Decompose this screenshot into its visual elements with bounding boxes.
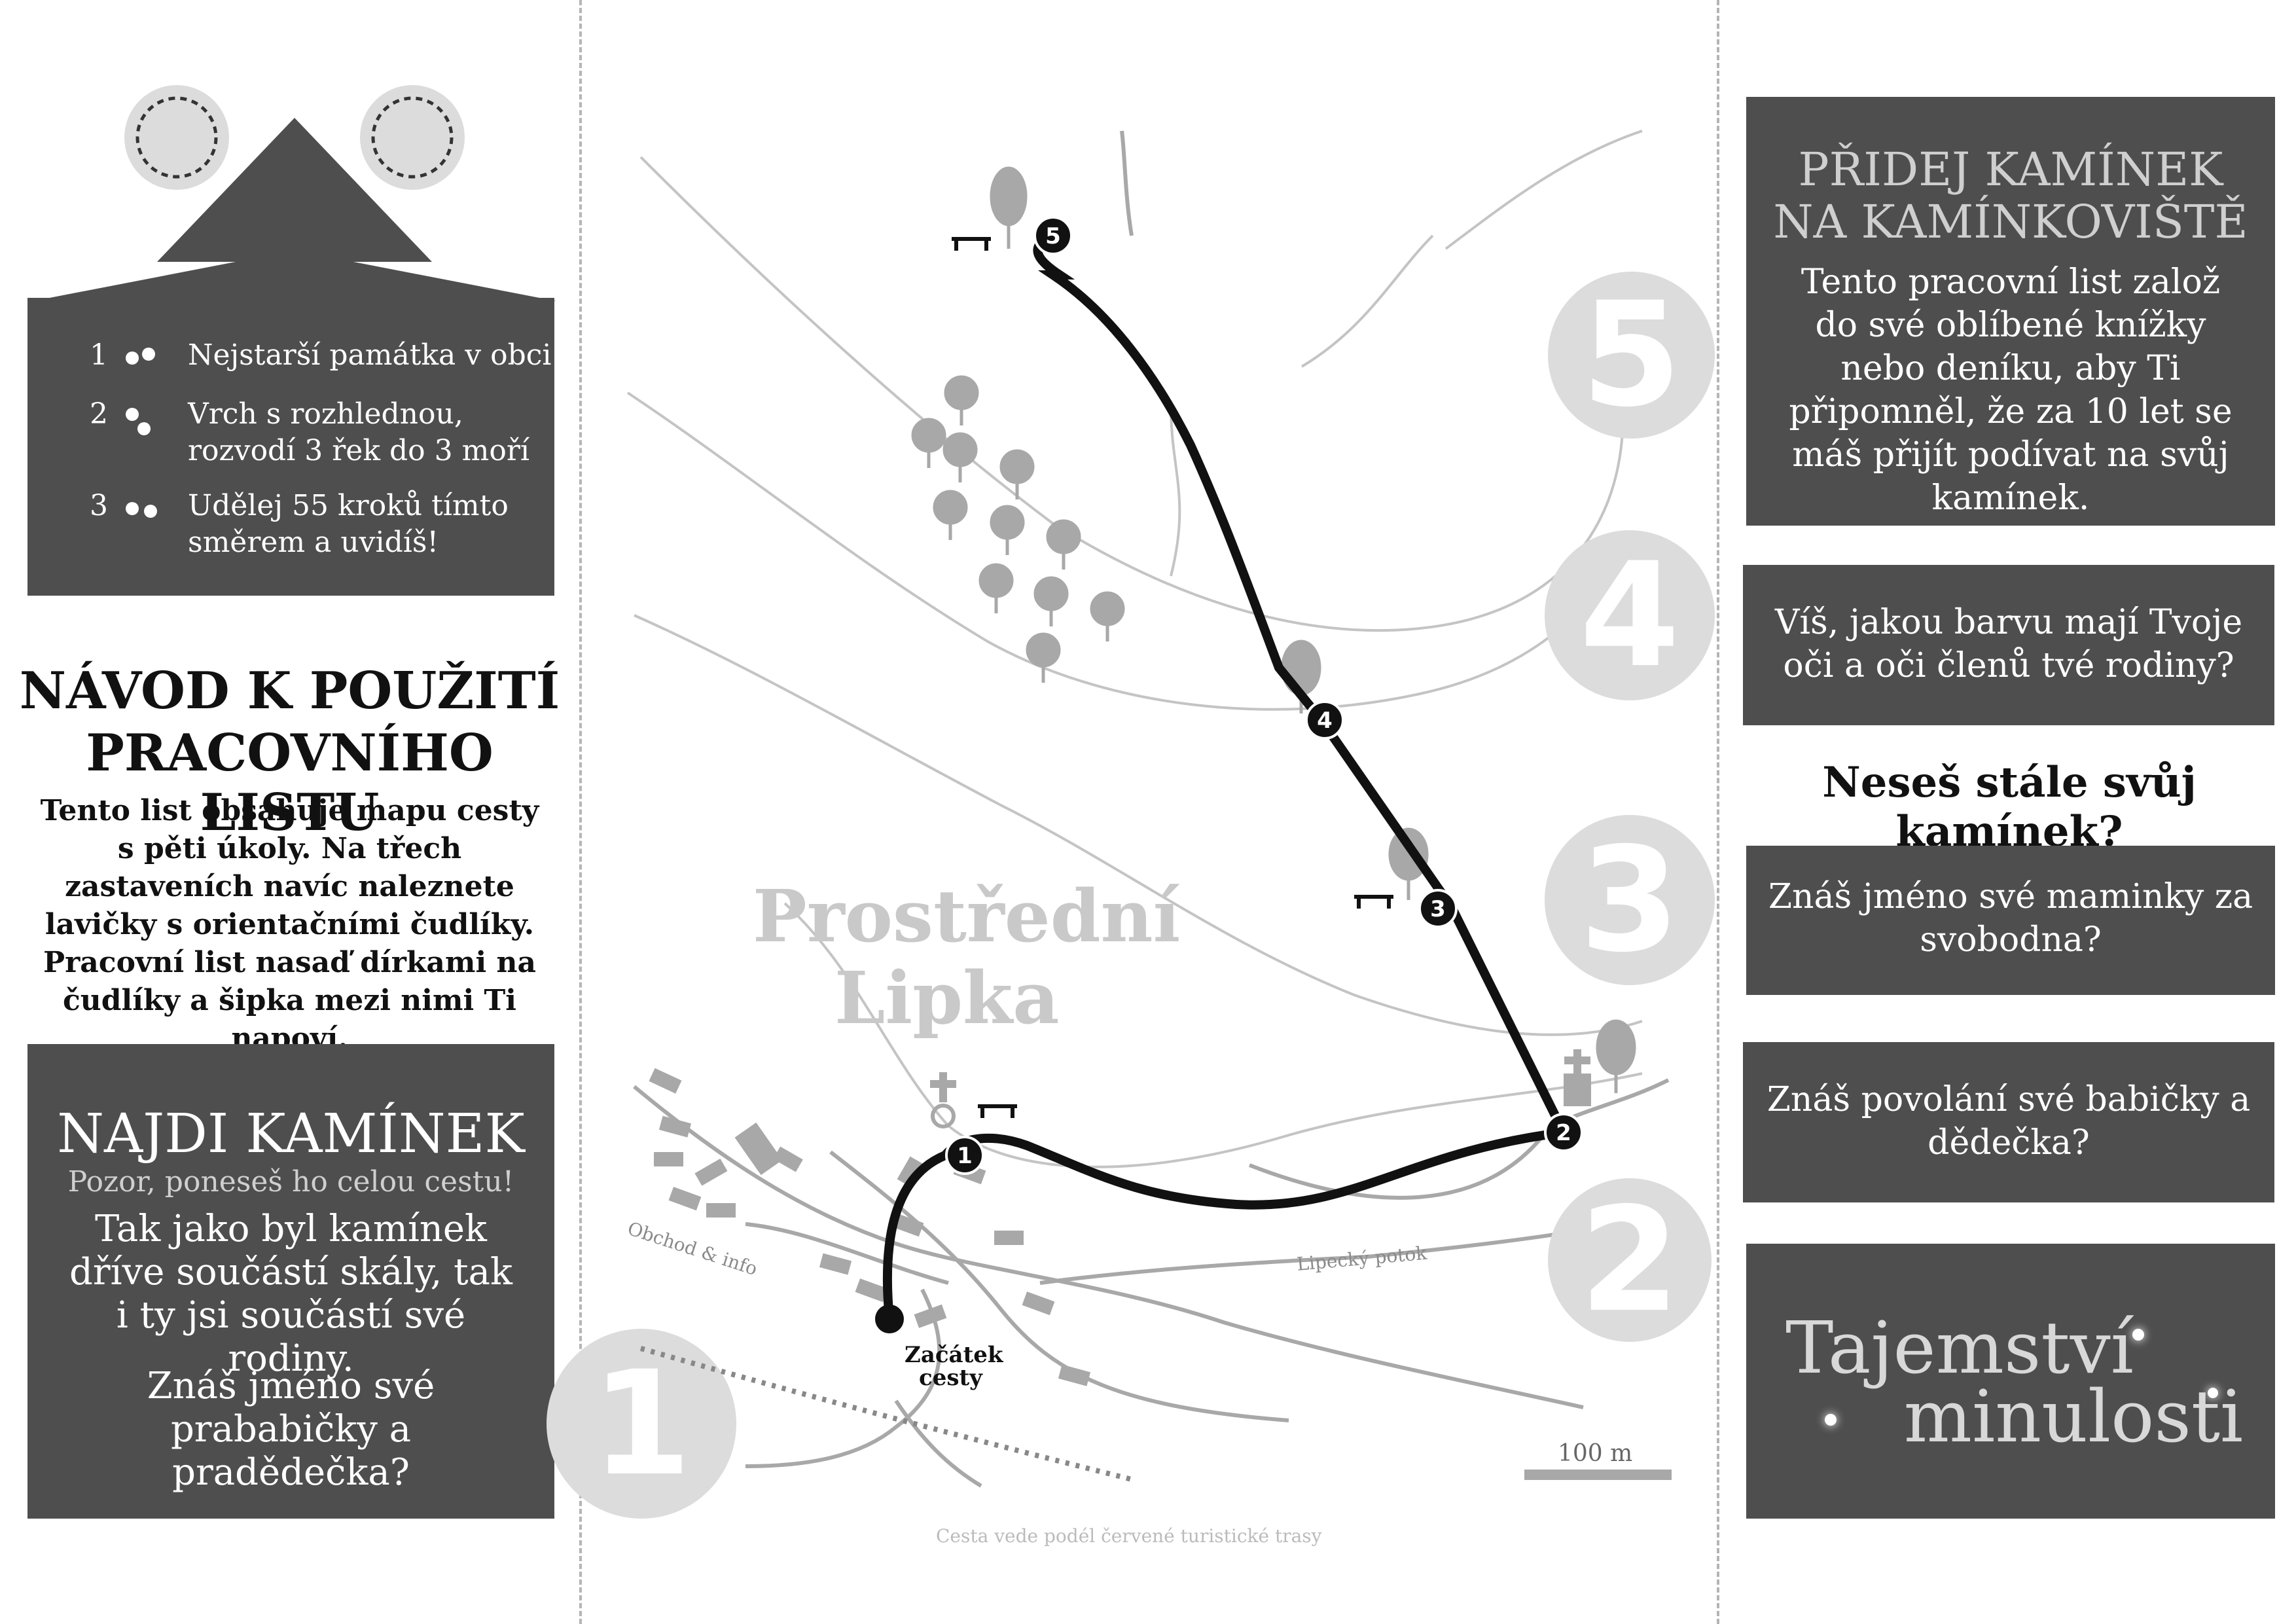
peg-hole-left [124, 85, 229, 190]
stop-label: 2 [1556, 1120, 1571, 1146]
stop-label: 5 [1045, 223, 1061, 249]
start-label-2: cesty [919, 1365, 982, 1391]
dot-icon [126, 408, 139, 421]
task5-title-1: PŘIDEJ KAMÍNEK [1798, 143, 2223, 196]
village-name-2: Lipka [834, 956, 1060, 1040]
start-label-1: Začátek [905, 1342, 1003, 1368]
cross-icon [930, 1072, 956, 1128]
route-line [882, 231, 1571, 1324]
contour-lines [626, 130, 1643, 1168]
task5-title-2: NA KAMÍNKOVIŠTĚ [1773, 195, 2248, 249]
legend-text: Nejstarší památka v obci [188, 338, 552, 372]
instructions-body: Tento list obsahuje mapu cesty s pěti úk… [40, 794, 539, 1055]
cover-title-1: Tajemství [1785, 1306, 2134, 1390]
stone-reminder: Neseš stále svůj kamínek? [1822, 758, 2197, 856]
stop-label: 1 [957, 1143, 973, 1169]
trees [911, 166, 1636, 1093]
legend-number: 1 [90, 338, 108, 372]
dot-icon [126, 352, 139, 365]
task1-box: NAJDI KAMÍNEK Pozor, poneseš ho celou ce… [27, 1044, 554, 1519]
tree-icon [33, 85, 556, 301]
scale-bar [1524, 1470, 1672, 1480]
legend-text: Vrch s rozhlednou, rozvodí 3 řek do 3 mo… [188, 397, 529, 467]
fold-line-right [1717, 0, 1719, 1624]
sparkle-icon [1825, 1414, 1837, 1426]
scale-label: 100 m [1558, 1440, 1633, 1467]
roads [633, 130, 1670, 1488]
legend-box: 1 Nejstarší památka v obci 2 Vrch s rozh… [27, 298, 554, 596]
task1-title: NAJDI KAMÍNEK [57, 1103, 525, 1165]
route-map: 1 2 3 4 5 [626, 130, 1672, 1488]
task3-number: 3 [1579, 816, 1680, 984]
task4-box: Víš, jakou barvu mají Tvoje oči a oči čl… [1743, 565, 2274, 725]
stop-label: 3 [1430, 896, 1446, 922]
fold-line-left [579, 0, 582, 1624]
dot-icon [144, 505, 157, 518]
sparkle-icon [2132, 1329, 2144, 1341]
task5-number-badge: 5 [1548, 272, 1715, 439]
houses [649, 1068, 1091, 1386]
footer-note: Cesta vede podél červené turistické tras… [936, 1525, 1322, 1547]
task1-number-badge: 1 [547, 1329, 736, 1519]
peg-hole-right [360, 85, 465, 190]
task2-number-badge: 2 [1548, 1178, 1712, 1342]
dot-icon [142, 348, 155, 361]
dot-icon [126, 502, 139, 515]
task2-number: 2 [1579, 1176, 1680, 1344]
chapel-icon [1564, 1049, 1591, 1106]
task2-box: Znáš povolání své babičky a dědečka? [1743, 1042, 2274, 1202]
instructions-title-2: PRACOVNÍHO LISTU [86, 723, 493, 842]
task1-question: Znáš jméno své prababičky a pradědečka? [147, 1365, 435, 1494]
task4-number-badge: 4 [1545, 530, 1715, 700]
task1-body: Tak jako byl kamínek dříve součástí skál… [69, 1208, 512, 1380]
instructions-title-1: NÁVOD K POUŽITÍ [19, 661, 560, 721]
stop-label: 4 [1317, 708, 1333, 734]
dotted-trail [639, 1346, 1132, 1482]
task3-question: Znáš jméno své maminky za svobodna? [1768, 877, 2253, 960]
legend-text: Udělej 55 kroků tímto směrem a uvidíš! [188, 489, 509, 559]
stop-markers [945, 216, 1583, 1175]
task4-number: 4 [1579, 532, 1680, 699]
task1-subtitle: Pozor, poneseš ho celou cestu! [67, 1165, 514, 1199]
task5-number: 5 [1581, 271, 1682, 439]
task1-number: 1 [591, 1340, 692, 1507]
start-point [875, 1305, 904, 1333]
task2-question: Znáš povolání své babičky a dědečka? [1767, 1080, 2251, 1163]
task4-question: Víš, jakou barvu mají Tvoje oči a oči čl… [1774, 603, 2243, 685]
task5-body: Tento pracovní list založ do své oblíben… [1789, 262, 2233, 518]
legend-number: 3 [90, 489, 108, 522]
bench-icons [952, 237, 1393, 1118]
task3-box: Znáš jméno své maminky za svobodna? [1746, 846, 2275, 995]
cover-box: Tajemství minulosti [1746, 1244, 2275, 1519]
task3-number-badge: 3 [1545, 815, 1715, 985]
dot-icon [137, 422, 151, 435]
task5-box: PŘIDEJ KAMÍNEK NA KAMÍNKOVIŠTĚ Tento pra… [1746, 97, 2275, 526]
cover-title-2: minulosti [1903, 1375, 2244, 1458]
sparkle-icon [2208, 1388, 2218, 1398]
legend-number: 2 [90, 397, 108, 431]
village-name-1: Prostřední [753, 874, 1181, 958]
